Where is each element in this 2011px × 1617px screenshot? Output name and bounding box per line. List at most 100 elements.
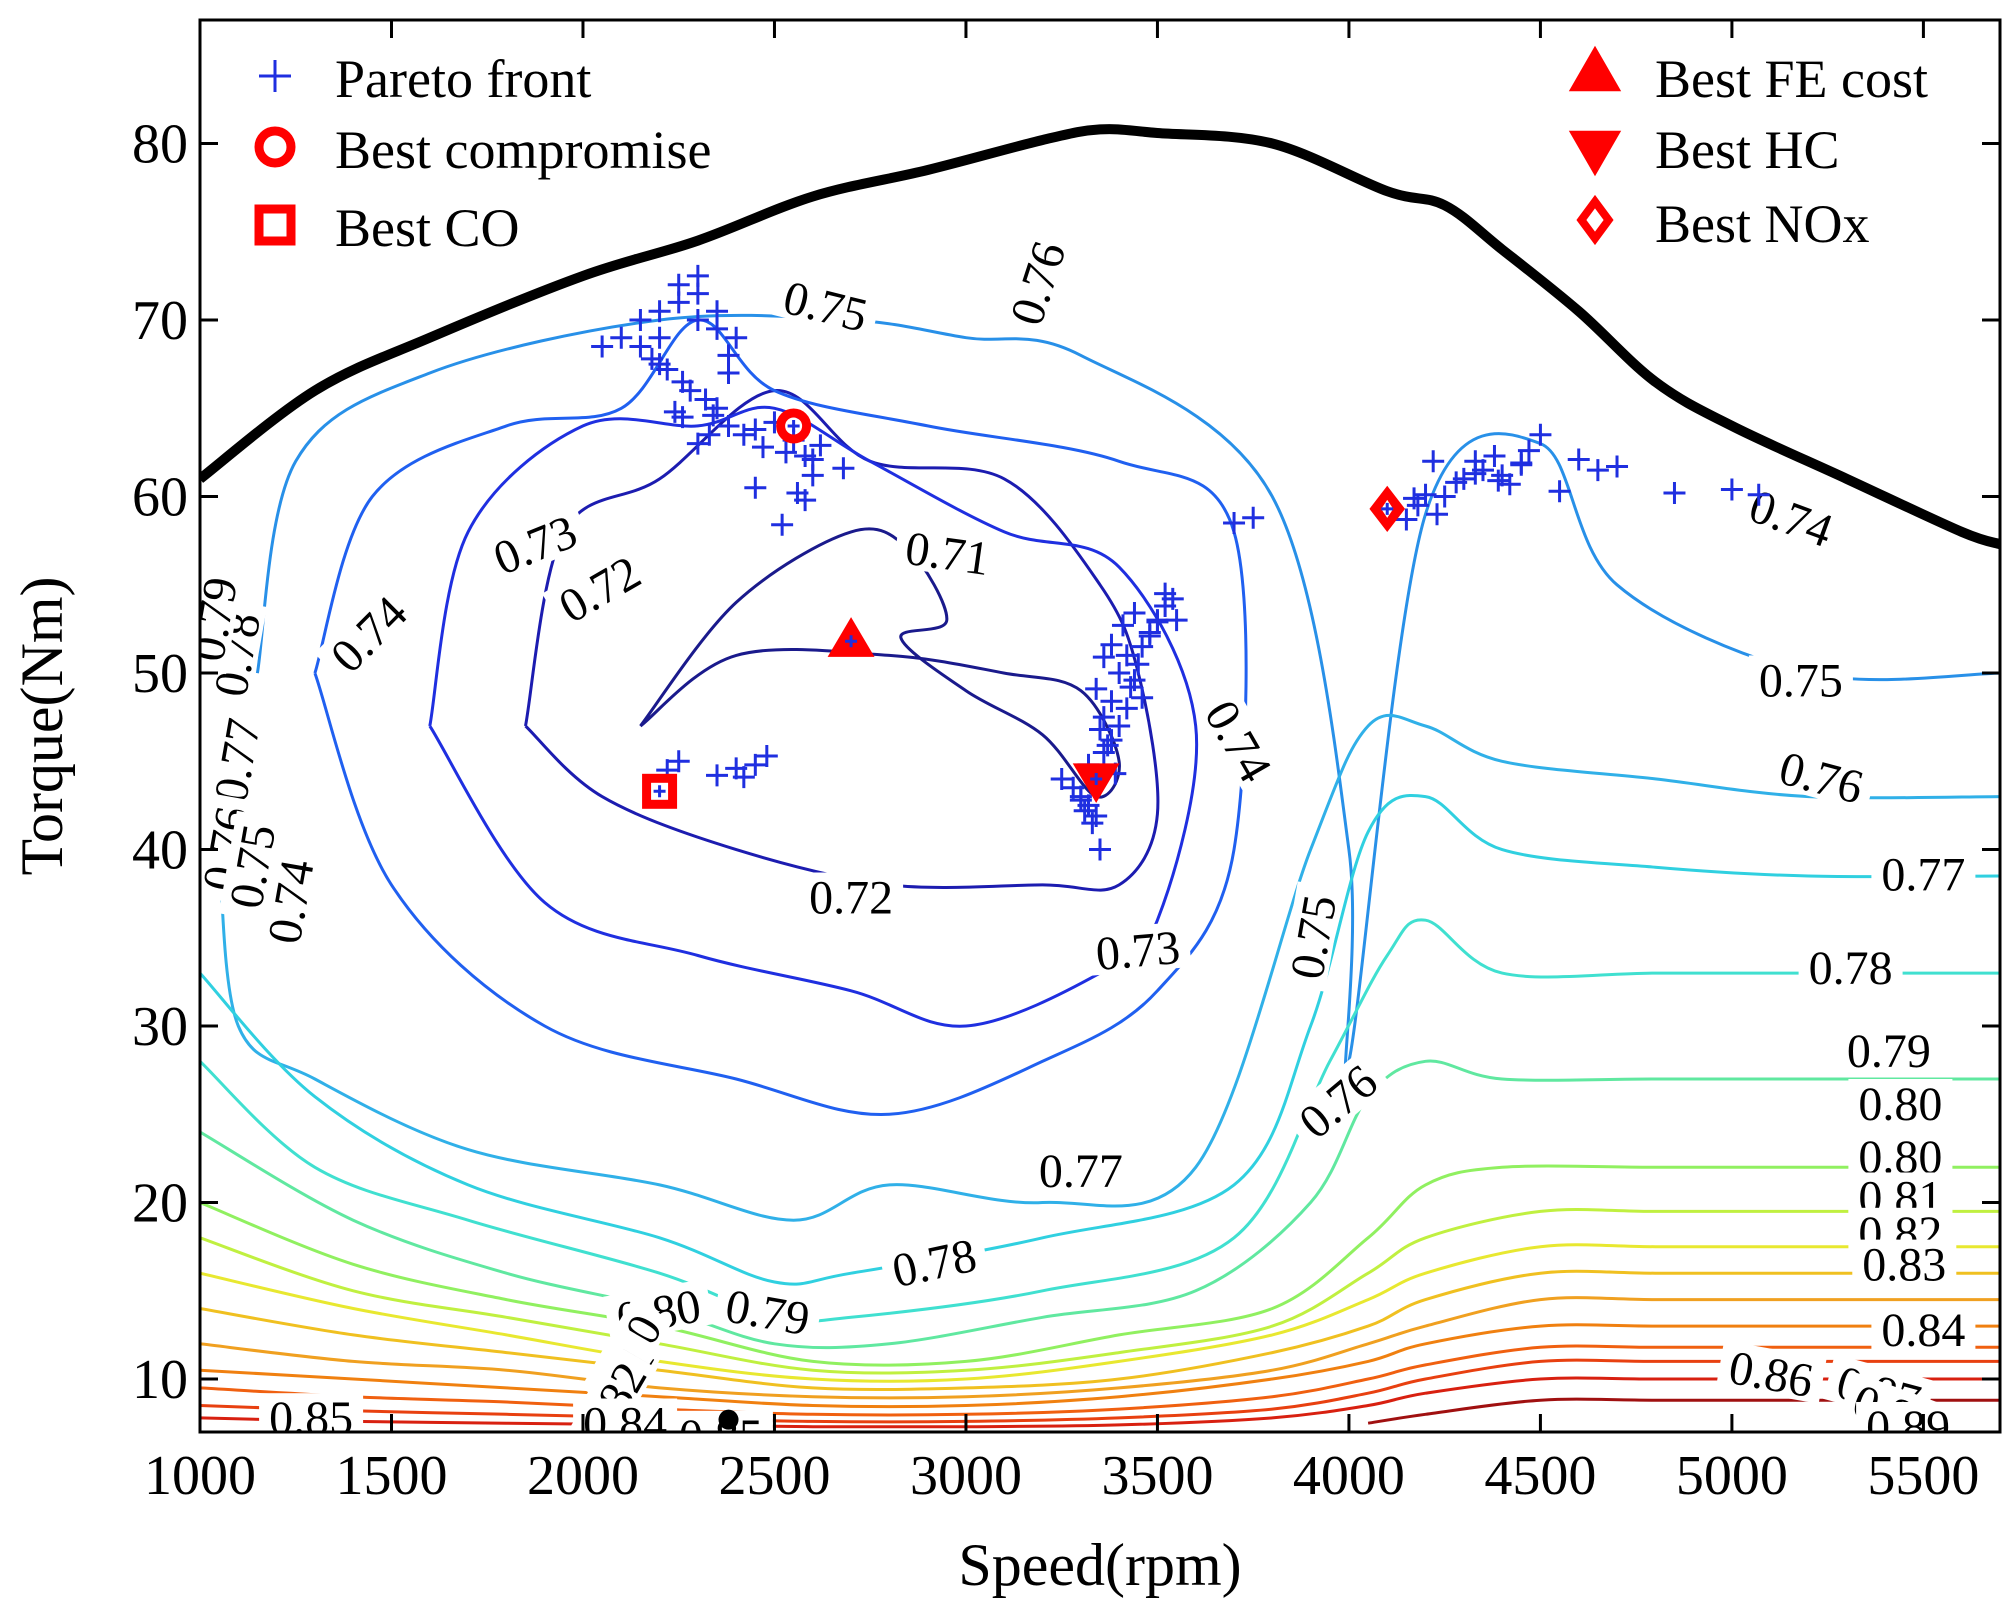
pareto-point: [694, 388, 717, 411]
contour-label: 0.73: [1083, 921, 1192, 981]
pareto-point: [698, 423, 721, 446]
contour-label-background: [218, 810, 283, 922]
pareto-point: [1092, 646, 1115, 669]
contour-label: 0.77: [1871, 849, 1976, 902]
extra-point: [718, 1409, 739, 1430]
contour-label: 0.72: [799, 872, 904, 925]
contour-line-0.82: [200, 1243, 2000, 1383]
pareto-point: [809, 434, 832, 457]
contour-label-text: 0.77: [1039, 1145, 1123, 1198]
contour-line-0.79: [200, 1059, 2000, 1350]
pareto-point: [1108, 662, 1131, 685]
pareto-point: [1111, 614, 1134, 637]
contour-line-0.87: [200, 1358, 2000, 1424]
contour-label-text: 0.83: [1862, 1239, 1946, 1292]
pareto-point: [732, 423, 755, 446]
best-point-square: [642, 773, 678, 809]
best-point-pareto-mark: [845, 635, 858, 648]
best-point-pareto-mark: [653, 785, 666, 798]
contour-line-0.77: [200, 793, 2000, 1286]
pareto-point: [1115, 697, 1138, 720]
y-tick-label: 80: [132, 114, 188, 176]
legend-label: Best HC: [1655, 120, 1840, 180]
pareto-point: [755, 745, 778, 768]
contour-line-0.71: [639, 527, 1121, 799]
pareto-point: [1426, 503, 1449, 526]
contour-label-background: [893, 521, 1003, 582]
contour-line-0.76: [217, 714, 2000, 1222]
pareto-point: [1092, 706, 1115, 729]
pareto-point: [1100, 633, 1123, 656]
contour-label-background: [1856, 1402, 1961, 1432]
pareto-point: [794, 489, 817, 512]
contour-label-background: [1765, 740, 1878, 812]
pareto-point: [648, 353, 671, 376]
y-axis-label: Torque(Nm): [9, 576, 75, 875]
pareto-point: [1464, 462, 1487, 485]
pareto-point: [801, 448, 824, 471]
pareto-point: [1081, 812, 1104, 835]
contour-line-0.85: [200, 1323, 2000, 1409]
pareto-point: [717, 362, 740, 384]
pareto-point: [629, 309, 652, 332]
pareto-point: [1720, 478, 1743, 501]
contour-label-text: 0.85: [269, 1392, 353, 1445]
pareto-point: [717, 414, 740, 437]
contour-label-background: [799, 872, 904, 919]
y-tick-label: 60: [132, 467, 188, 529]
pareto-point: [1123, 669, 1146, 692]
contour-label-text: 0.73: [1094, 921, 1182, 981]
legend-label: Best compromise: [335, 120, 711, 180]
pareto-point: [1395, 508, 1418, 531]
pareto-point: [1096, 734, 1119, 757]
pareto-point: [1510, 453, 1533, 476]
pareto-point: [1050, 767, 1073, 790]
contour-label: 0.86: [1716, 1340, 1827, 1408]
pareto-point: [1138, 624, 1161, 647]
legend-marker-triangle-down: [1568, 130, 1622, 177]
contour-label: 0.83: [1852, 1239, 1957, 1292]
pareto-point: [648, 326, 671, 349]
pareto-point: [1567, 448, 1590, 471]
contour-label-background: [1735, 477, 1849, 556]
legend-marker-plus: [259, 60, 291, 92]
contour-label: 0.74: [257, 846, 325, 957]
y-tick-label: 70: [132, 290, 188, 352]
pareto-point: [1517, 439, 1540, 462]
legend-label: Pareto front: [335, 49, 591, 109]
legend-marker-diamond: [1576, 194, 1614, 246]
best-point-circle: [776, 408, 812, 444]
pareto-point: [1089, 718, 1111, 741]
contour-label-background: [1798, 943, 1903, 990]
contour-label-text: 0.72: [809, 872, 893, 925]
pareto-point: [1747, 483, 1770, 506]
contour-label-background: [1282, 1049, 1392, 1152]
contour-label-text: 0.79: [1847, 1025, 1931, 1078]
legend-entry: Best CO: [254, 198, 520, 258]
pareto-point: [1123, 602, 1146, 625]
x-tick-label: 4000: [1293, 1445, 1405, 1507]
contour-line-0.84: [200, 1296, 2000, 1400]
x-tick-label: 4500: [1484, 1445, 1596, 1507]
contour-label-background: [314, 579, 421, 686]
contour-label-background: [477, 502, 592, 584]
contour-label: 0.78: [1798, 942, 1903, 995]
pareto-point: [1487, 469, 1510, 492]
pareto-point: [1586, 459, 1609, 482]
contour-label: 0.84: [1871, 1304, 1976, 1357]
pareto-point: [725, 326, 748, 349]
pareto-point: [1422, 450, 1445, 473]
legend-marker-square: [254, 204, 296, 246]
pareto-point: [1146, 610, 1169, 633]
pareto-point: [591, 335, 614, 358]
best-point-pareto-mark: [787, 419, 800, 432]
contour-label-text: 0.77: [1881, 849, 1965, 902]
pareto-point: [648, 300, 671, 323]
contour-label: 0.89: [1856, 1401, 1961, 1432]
pareto-point: [774, 441, 797, 464]
contour-line-0.81: [200, 1207, 2000, 1375]
pareto-point: [1414, 483, 1437, 506]
pareto-point: [686, 432, 709, 455]
legend-label: Best FE cost: [1655, 49, 1928, 109]
pareto-point: [667, 273, 690, 296]
